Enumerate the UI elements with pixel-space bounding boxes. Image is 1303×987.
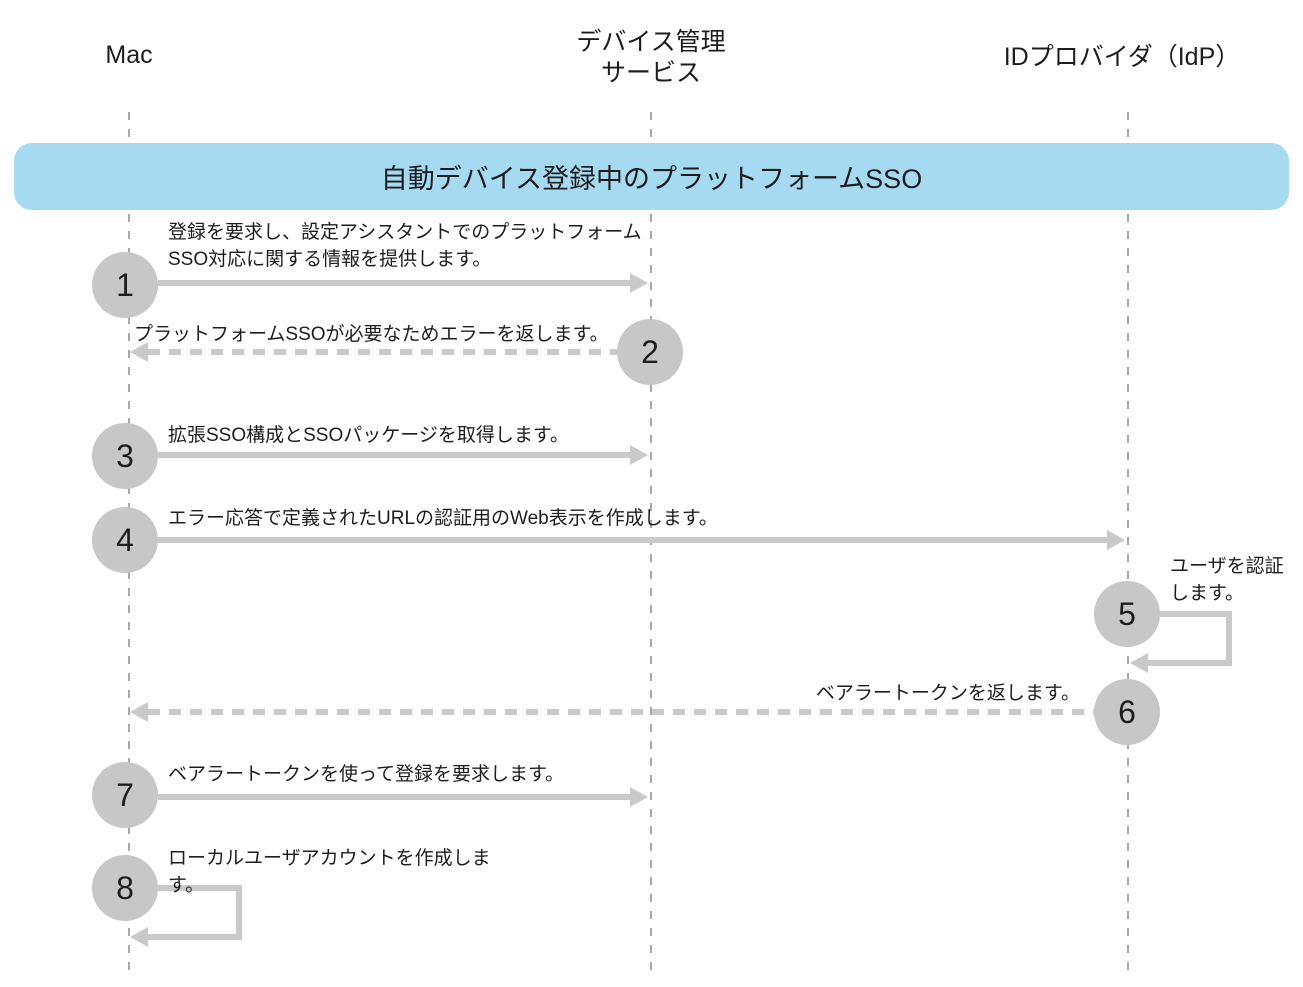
step-8-loop-top: [158, 885, 242, 891]
step-2-arrow-line: [148, 349, 617, 355]
step-6-arrow-line: [148, 709, 1094, 715]
step-5-loop-top: [1160, 611, 1232, 617]
step-8-number: 8: [116, 869, 134, 906]
step-4-number: 4: [116, 521, 134, 558]
step-5-number: 5: [1118, 595, 1136, 632]
step-1-arrowhead-icon: [630, 273, 648, 293]
step-3-circle: 3: [92, 423, 158, 489]
step-8-label: ローカルユーザアカウントを作成しま す。: [168, 848, 491, 896]
step-5-loop-bottom: [1148, 660, 1232, 666]
step-4-circle: 4: [92, 507, 158, 573]
step-3-label: 拡張SSO構成とSSOパッケージを取得します。: [168, 425, 569, 446]
lifeline-identity-provider: [1127, 112, 1129, 975]
step-7-label: ベアラートークンを使って登録を要求します。: [168, 764, 565, 785]
step-7-arrow-line: [158, 794, 630, 800]
step-4-label: エラー応答で定義されたURLの認証用のWeb表示を作成します。: [168, 508, 718, 529]
step-8-loop-right: [236, 885, 242, 940]
step-8-loop-bottom: [148, 934, 242, 940]
actor-label-mac: Mac: [105, 41, 153, 69]
step-5-arrowhead-icon: [1130, 653, 1148, 673]
step-1-label: 登録を要求し、設定アシスタントでのプラットフォーム SSO対応に関する情報を提供…: [168, 222, 642, 270]
step-2-arrowhead-icon: [130, 342, 148, 362]
step-5-circle: 5: [1094, 581, 1160, 647]
step-7-arrowhead-icon: [630, 787, 648, 807]
step-6-number: 6: [1118, 693, 1136, 730]
step-4-arrowhead-icon: [1107, 530, 1125, 550]
step-3-number: 3: [116, 437, 134, 474]
step-5-label: ユーザを認証 します。: [1170, 556, 1284, 604]
step-4-arrow-line: [158, 537, 1107, 543]
step-6-circle: 6: [1094, 679, 1160, 745]
step-3-arrow-line: [158, 452, 630, 458]
lifeline-device-management-service: [650, 112, 652, 975]
step-6-arrowhead-icon: [130, 702, 148, 722]
step-5-loop-right: [1226, 611, 1232, 666]
step-8-arrowhead-icon: [130, 927, 148, 947]
step-6-label: ベアラートークンを返します。: [815, 683, 1080, 704]
step-8-circle: 8: [92, 855, 158, 921]
actor-label-device-management-service: デバイス管理 サービス: [576, 28, 726, 87]
step-2-number: 2: [641, 333, 659, 370]
title-banner: 自動デバイス登録中のプラットフォームSSO: [14, 143, 1289, 210]
step-1-arrow-line: [158, 280, 630, 286]
step-1-circle: 1: [92, 252, 158, 318]
step-2-circle: 2: [617, 319, 683, 385]
actor-label-identity-provider: IDプロバイダ（IdP）: [1003, 43, 1241, 71]
step-3-arrowhead-icon: [630, 445, 648, 465]
step-1-number: 1: [116, 266, 134, 303]
step-7-number: 7: [116, 776, 134, 813]
step-7-circle: 7: [92, 762, 158, 828]
diagram-title: 自動デバイス登録中のプラットフォームSSO: [380, 164, 923, 194]
step-2-label: プラットフォームSSOが必要なためエラーを返します。: [134, 324, 609, 345]
